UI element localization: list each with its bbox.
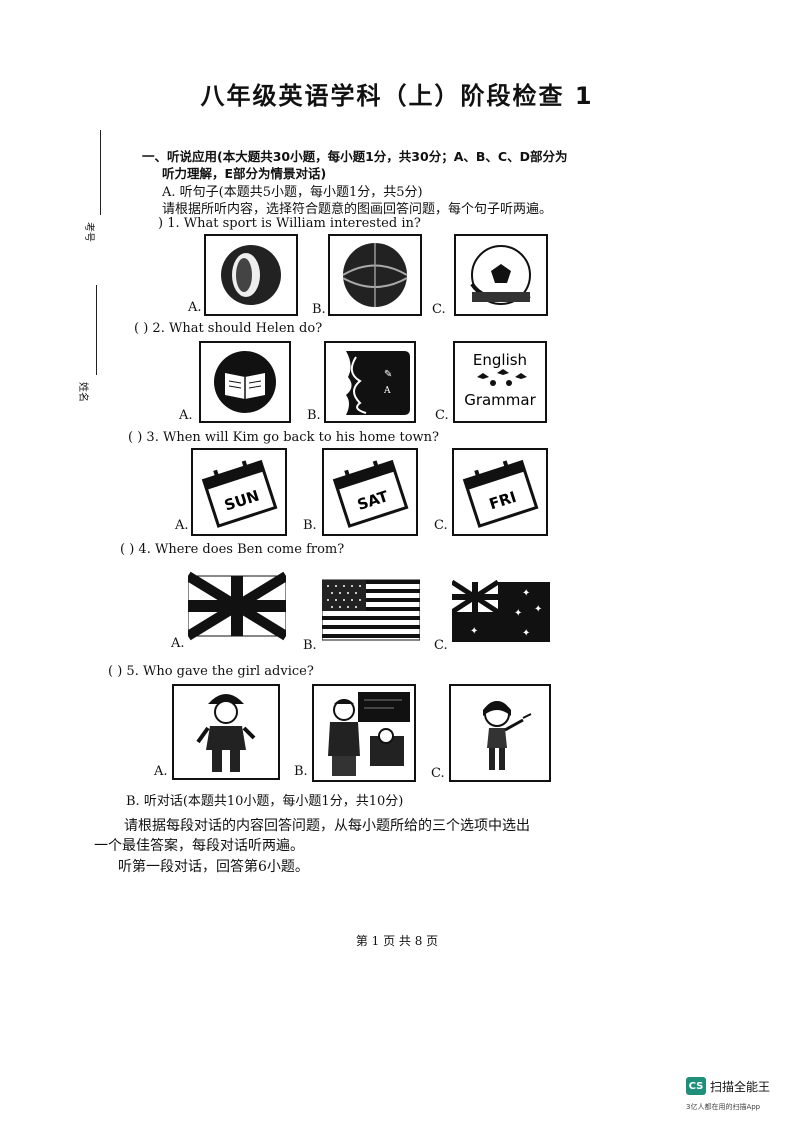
calendar-icon: SAT bbox=[332, 459, 409, 528]
camscanner-logo-icon: CS bbox=[686, 1077, 706, 1095]
partB-title: B. 听对话(本题共10小题，每小题1分，共10分) bbox=[126, 794, 404, 809]
basketball-icon bbox=[342, 243, 408, 307]
section-heading-line1: 一、听说应用(本大题共30小题，每小题1分，共30分；A、B、C、D部分为 bbox=[142, 149, 568, 164]
option-image-2a[interactable] bbox=[199, 341, 291, 423]
page-title: 八年级英语学科（上）阶段检查 1 bbox=[200, 82, 594, 110]
option-label: B. bbox=[312, 302, 326, 317]
partA-title: A. 听句子(本题共5小题，每小题1分，共5分) bbox=[162, 185, 423, 200]
partB-instruction-line1: 请根据每段对话的内容回答问题，从每小题所给的三个选项中选出 bbox=[124, 818, 530, 834]
birds-icon bbox=[477, 369, 527, 386]
question-text: 2. What should Helen do? bbox=[152, 321, 323, 336]
question-3: ( ) 3. When will Kim go back to his home… bbox=[128, 430, 439, 445]
option-image-5c[interactable] bbox=[449, 684, 551, 782]
option-label: C. bbox=[435, 408, 449, 423]
option-label: A. bbox=[171, 636, 185, 651]
option-label: A. bbox=[179, 408, 193, 423]
scanner-watermark: CS 扫描全能王 bbox=[686, 1077, 770, 1095]
calendar-icon: SUN bbox=[201, 459, 278, 528]
svg-text:✦: ✦ bbox=[522, 628, 530, 639]
speaking-face-icon: ✎ A bbox=[346, 351, 410, 415]
question-2: ( ) 2. What should Helen do? bbox=[134, 321, 322, 336]
option-label: A. bbox=[154, 764, 168, 779]
question-5: ( ) 5. Who gave the girl advice? bbox=[108, 664, 314, 679]
option-image-4b[interactable] bbox=[322, 562, 420, 648]
page-number: 第 1 页 共 8 页 bbox=[355, 934, 439, 948]
option-image-5b[interactable] bbox=[312, 684, 416, 782]
question-text: 1. What sport is William interested in? bbox=[167, 216, 421, 231]
binding-line-bottom bbox=[96, 285, 97, 375]
calendar-icon: FRI bbox=[462, 459, 539, 528]
svg-text:A: A bbox=[383, 386, 391, 396]
answer-paren[interactable]: ( ) bbox=[134, 321, 149, 336]
partA-instruction: 请根据所听内容，选择符合题意的图画回答问题，每个句子听两遍。 bbox=[162, 202, 553, 217]
option-image-2c[interactable]: English Grammar bbox=[453, 341, 547, 423]
teacher-icon bbox=[328, 692, 410, 776]
option-label: C. bbox=[431, 766, 445, 781]
question-text: 4. Where does Ben come from? bbox=[138, 542, 345, 557]
svg-text:✦: ✦ bbox=[534, 604, 542, 615]
answer-paren[interactable]: ( ) bbox=[120, 542, 135, 557]
girl-icon bbox=[483, 701, 532, 770]
option-image-1b[interactable] bbox=[328, 234, 422, 316]
binding-line-top bbox=[100, 130, 101, 215]
option-image-4c[interactable]: ✦ ✦✦ ✦✦ bbox=[452, 562, 550, 648]
picture-text-english: English bbox=[473, 351, 527, 369]
option-label: C. bbox=[432, 302, 446, 317]
option-label: A. bbox=[175, 518, 189, 533]
picture-text-grammar: Grammar bbox=[464, 391, 536, 409]
option-label: B. bbox=[303, 518, 317, 533]
option-image-3a[interactable]: SUN bbox=[191, 448, 287, 536]
option-image-2b[interactable]: ✎ A bbox=[324, 341, 416, 423]
svg-text:✦: ✦ bbox=[522, 588, 530, 599]
australia-flag-icon: ✦ ✦✦ ✦✦ bbox=[452, 579, 550, 642]
option-label: B. bbox=[307, 408, 321, 423]
answer-paren[interactable]: ) bbox=[158, 216, 164, 231]
answer-paren[interactable]: ( ) bbox=[128, 430, 143, 445]
reading-book-icon bbox=[214, 351, 276, 413]
question-1: ) 1. What sport is William interested in… bbox=[158, 216, 421, 231]
question-4: ( ) 4. Where does Ben come from? bbox=[120, 542, 344, 557]
svg-text:✎: ✎ bbox=[384, 369, 392, 380]
section-heading-line2: 听力理解，E部分为情景对话) bbox=[162, 166, 327, 181]
svg-text:✦: ✦ bbox=[514, 608, 522, 619]
option-image-4a[interactable] bbox=[188, 562, 286, 648]
boy-icon bbox=[196, 694, 256, 772]
option-label: A. bbox=[188, 300, 202, 315]
english-grammar-picture: English Grammar bbox=[464, 351, 536, 409]
option-label: C. bbox=[434, 518, 448, 533]
question-text: 3. When will Kim go back to his home tow… bbox=[146, 430, 439, 445]
partB-instruction-line2: 一个最佳答案，每段对话听两遍。 bbox=[94, 838, 304, 854]
option-image-1a[interactable] bbox=[204, 234, 298, 316]
usa-flag-icon bbox=[322, 579, 420, 641]
option-label: B. bbox=[303, 638, 317, 653]
answer-paren[interactable]: ( ) bbox=[108, 664, 123, 679]
option-label: C. bbox=[434, 638, 448, 653]
option-image-3c[interactable]: FRI bbox=[452, 448, 548, 536]
margin-label-top: 考号 bbox=[83, 222, 94, 242]
watermark-name: 扫描全能王 bbox=[710, 1079, 771, 1094]
option-image-1c[interactable] bbox=[454, 234, 548, 316]
uk-flag-icon bbox=[188, 571, 286, 641]
question-text: 5. Who gave the girl advice? bbox=[126, 664, 314, 679]
soccer-ball-icon bbox=[470, 245, 531, 305]
margin-label-bottom: 姓名 bbox=[77, 382, 88, 402]
watermark-subtitle: 3亿人都在用的扫描App bbox=[686, 1103, 761, 1111]
option-image-3b[interactable]: SAT bbox=[322, 448, 418, 536]
option-image-5a[interactable] bbox=[172, 684, 280, 780]
svg-text:✦: ✦ bbox=[470, 626, 478, 637]
option-label: B. bbox=[294, 764, 308, 779]
partB-instruction-line3: 听第一段对话，回答第6小题。 bbox=[118, 859, 309, 875]
ball-icon bbox=[221, 245, 281, 305]
